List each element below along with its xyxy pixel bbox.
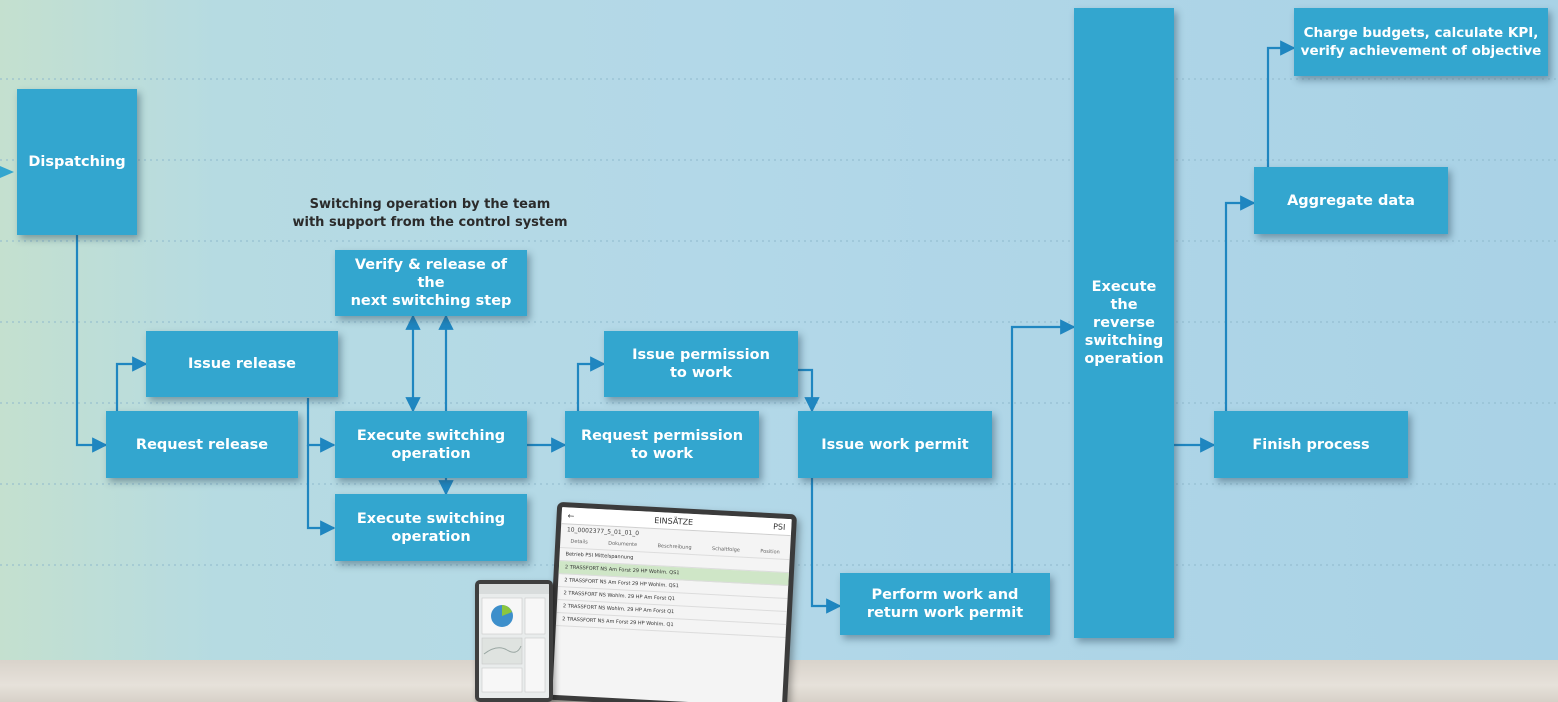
swimlane-guides [0, 78, 1558, 566]
tablet-screenshot: ← EINSÄTZE PSI 10_0002377_5_01_01_0 Deta… [546, 501, 798, 702]
arrow-workpermit-perform [810, 478, 842, 614]
tablet-list: Betrieb PSI Mittelspannung 2 TRASSFORT N… [555, 548, 790, 638]
perform-work-box: Perform work and return work permit [840, 573, 1050, 635]
back-arrow-icon: ← [567, 510, 575, 521]
arrow-perform-reverse [1010, 319, 1076, 573]
tablet-tab: Beschreibung [657, 543, 692, 551]
dispatching-box: Dispatching [17, 89, 137, 235]
reverse-switching-box: Execute the reverse switching operation [1074, 8, 1174, 638]
arrow-request-issue [115, 356, 148, 411]
issue-permission-box: Issue permission to work [604, 331, 798, 397]
arrow-request-issue-permission [576, 356, 606, 411]
switching-operation-caption: Switching operation by the team with sup… [292, 197, 568, 230]
tablet-brand: PSI [772, 521, 786, 532]
phone-screenshot [475, 580, 553, 702]
aggregate-data-box: Aggregate data [1254, 167, 1448, 234]
arrow-finish-aggregate [1224, 195, 1256, 411]
execute-switching-box: Execute switching operation [335, 411, 527, 478]
finish-process-box: Finish process [1214, 411, 1408, 478]
charge-budgets-box: Charge budgets, calculate KPI, verify ac… [1294, 8, 1548, 76]
execute-switching-box-2: Execute switching operation [335, 494, 527, 561]
tablet-tab: Dokumente [608, 540, 638, 549]
incoming-arrow [0, 166, 14, 178]
issue-work-permit-box: Issue work permit [798, 411, 992, 478]
arrow-aggregate-charge [1266, 40, 1296, 167]
issue-release-box: Issue release [146, 331, 338, 397]
phone-screen [479, 584, 549, 693]
request-release-box: Request release [106, 411, 298, 478]
arrow-issue-execute2 [306, 445, 336, 536]
request-permission-box: Request permission to work [565, 411, 759, 478]
verify-release-box: Verify & release of the next switching s… [335, 250, 527, 316]
arrow-issue-execute [306, 398, 336, 453]
tablet-tab: Schaltfolge [711, 546, 741, 554]
tablet-title: EINSÄTZE [654, 515, 694, 527]
arrow-dispatching-request [75, 235, 108, 453]
arrow-permission-workpermit [798, 368, 820, 413]
tablet-tab: Details [570, 538, 588, 546]
tablet-tab: Position [760, 548, 780, 556]
